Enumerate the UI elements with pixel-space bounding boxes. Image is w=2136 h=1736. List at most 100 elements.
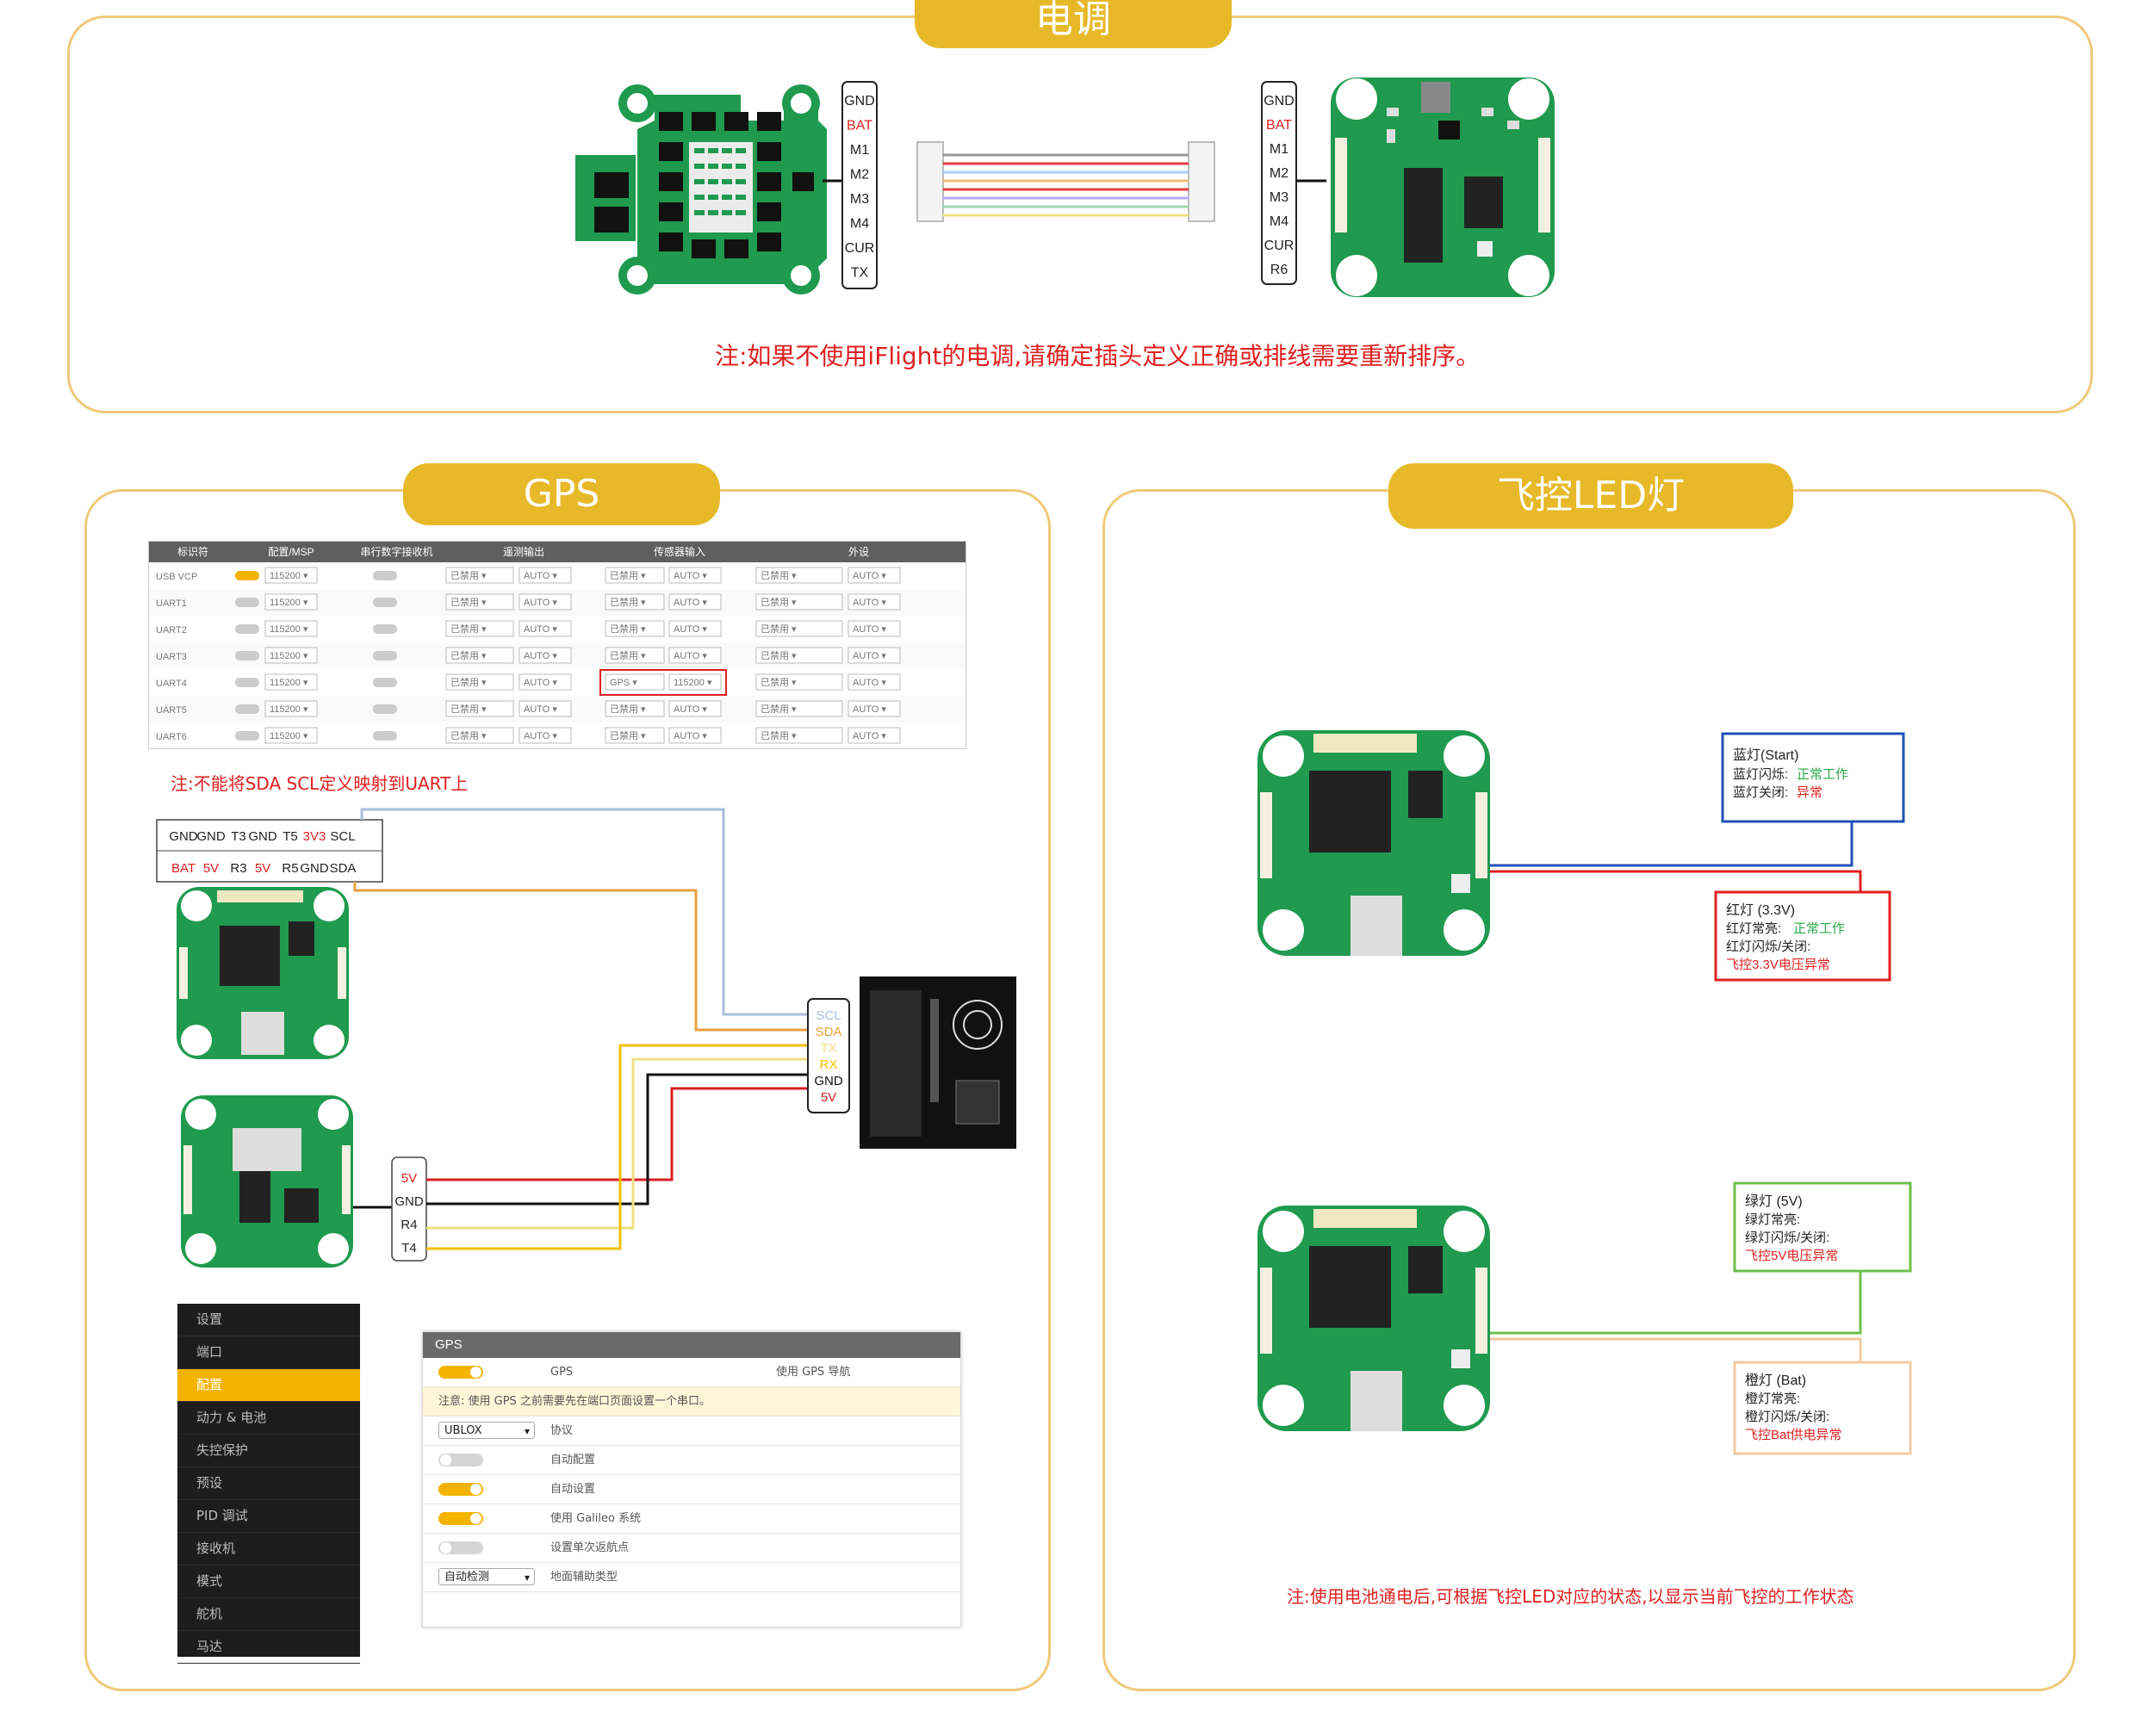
rx-toggle[interactable] — [373, 598, 397, 607]
msp-toggle[interactable] — [235, 704, 259, 714]
gps-section-title: GPS — [403, 463, 720, 525]
per-baud-select[interactable] — [848, 593, 901, 611]
gps-home-once-toggle[interactable] — [438, 1541, 483, 1554]
tel-value: 已禁用 ▾ — [450, 570, 487, 581]
rx-toggle[interactable] — [373, 624, 397, 634]
gps-auto-baud-row: 自动设置 — [423, 1475, 960, 1504]
per-select[interactable] — [755, 567, 843, 584]
sens-select[interactable] — [605, 567, 665, 584]
tel-baud-select[interactable] — [518, 700, 572, 717]
rx-toggle[interactable] — [373, 731, 397, 741]
per-select[interactable] — [755, 647, 843, 664]
sens-baud-select[interactable] — [668, 727, 722, 744]
gps-auto-baud-toggle[interactable] — [438, 1483, 483, 1496]
sens-select[interactable] — [605, 700, 665, 717]
per-baud-select[interactable] — [848, 567, 901, 584]
msp-toggle[interactable] — [235, 598, 259, 607]
per-select[interactable] — [755, 700, 843, 717]
menu-item[interactable]: 端口 — [177, 1336, 360, 1369]
baud-select[interactable] — [264, 593, 318, 611]
baud-select[interactable] — [264, 647, 318, 664]
baud-select[interactable] — [264, 700, 318, 717]
menu-item[interactable]: 失控保护 — [177, 1435, 360, 1467]
led-note: 注:使用电池通电后,可根据飞控LED对应的状态,以显示当前飞控的工作状态 — [1287, 1586, 1854, 1607]
menu-item[interactable]: 马达 — [177, 1631, 360, 1664]
baud-select[interactable] — [264, 727, 318, 744]
sens-baud-select[interactable] — [668, 593, 722, 611]
sens-baud-select[interactable] — [668, 620, 722, 637]
tel-select[interactable] — [445, 593, 514, 611]
per-baud-select[interactable] — [848, 727, 901, 744]
tel-select[interactable] — [445, 567, 514, 584]
sens-select[interactable] — [605, 593, 665, 611]
msp-toggle[interactable] — [235, 571, 259, 580]
gps-protocol-row: UBLOX 协议 — [423, 1417, 960, 1446]
tel-baud-select[interactable] — [518, 647, 572, 664]
sens-baud-value: AUTO ▾ — [674, 624, 707, 635]
tel-baud-select[interactable] — [518, 673, 572, 691]
sens-baud-select[interactable] — [668, 567, 722, 584]
sens-baud-select[interactable] — [668, 673, 722, 691]
baud-select[interactable] — [264, 620, 318, 637]
menu-item[interactable]: PID 调试 — [177, 1500, 360, 1533]
esc-left-pin-m1: M1 — [850, 143, 869, 158]
rx-toggle[interactable] — [373, 571, 397, 580]
sens-select[interactable] — [605, 647, 665, 664]
msp-toggle[interactable] — [235, 651, 259, 660]
tel-baud-select[interactable] — [518, 620, 572, 637]
menu-item[interactable]: 配置 — [177, 1369, 360, 1402]
per-baud-select[interactable] — [848, 647, 901, 664]
tel-select[interactable] — [445, 727, 514, 744]
per-select[interactable] — [755, 727, 843, 744]
msp-toggle[interactable] — [235, 678, 259, 687]
msp-toggle[interactable] — [235, 624, 259, 634]
tel-select[interactable] — [445, 700, 514, 717]
baud-select[interactable] — [264, 673, 318, 691]
esc-right-pin-m4: M4 — [1270, 214, 1288, 229]
orange-led-line2: 橙灯闪烁/关闭: — [1745, 1410, 1829, 1424]
menu-item[interactable]: 模式 — [177, 1566, 360, 1598]
per-select[interactable] — [755, 673, 843, 691]
menu-item[interactable]: 预设 — [177, 1467, 360, 1500]
sens-select[interactable] — [605, 673, 665, 691]
gps-galileo-toggle[interactable] — [438, 1512, 483, 1525]
tel-select[interactable] — [445, 620, 514, 637]
sens-value: 已禁用 ▾ — [610, 650, 646, 661]
blue-led-line1: 蓝灯闪烁: — [1733, 767, 1788, 782]
msp-toggle[interactable] — [235, 731, 259, 741]
menu-item[interactable]: 动力 & 电池 — [177, 1402, 360, 1435]
baud-select[interactable] — [264, 567, 318, 584]
tel-baud-select[interactable] — [518, 593, 572, 611]
orange-led-title: 橙灯 (Bat) — [1745, 1373, 1806, 1388]
gps-enable-toggle[interactable] — [438, 1366, 483, 1379]
per-select[interactable] — [755, 593, 843, 611]
rx-toggle[interactable] — [373, 704, 397, 714]
gps-protocol-select[interactable]: UBLOX — [438, 1422, 535, 1440]
sens-baud-select[interactable] — [668, 700, 722, 717]
sens-value: 已禁用 ▾ — [610, 623, 646, 635]
sens-select[interactable] — [605, 620, 665, 637]
per-select[interactable] — [755, 620, 843, 637]
ports-row-id: UART3 — [156, 652, 187, 662]
menu-item[interactable]: 接收机 — [177, 1533, 360, 1566]
rx-toggle[interactable] — [373, 651, 397, 660]
tel-baud-select[interactable] — [518, 567, 572, 584]
tel-baud-select[interactable] — [518, 727, 572, 744]
gps-auto-config-toggle[interactable] — [438, 1454, 483, 1466]
sens-baud-value: AUTO ▾ — [674, 651, 707, 661]
menu-item[interactable]: 舵机 — [177, 1598, 360, 1631]
gps-ground-assist-select[interactable]: 自动检测 — [438, 1568, 535, 1586]
tel-select[interactable] — [445, 647, 514, 664]
per-baud-select[interactable] — [848, 620, 901, 637]
tel-select[interactable] — [445, 673, 514, 691]
menu-item[interactable]: 设置 — [177, 1304, 360, 1336]
baud-value: 115200 ▾ — [270, 731, 308, 741]
tel-baud-value: AUTO ▾ — [524, 678, 557, 688]
rx-toggle[interactable] — [373, 678, 397, 687]
sens-select[interactable] — [605, 727, 665, 744]
sens-baud-select[interactable] — [668, 647, 722, 664]
per-baud-select[interactable] — [848, 700, 901, 717]
per-baud-select[interactable] — [848, 673, 901, 691]
